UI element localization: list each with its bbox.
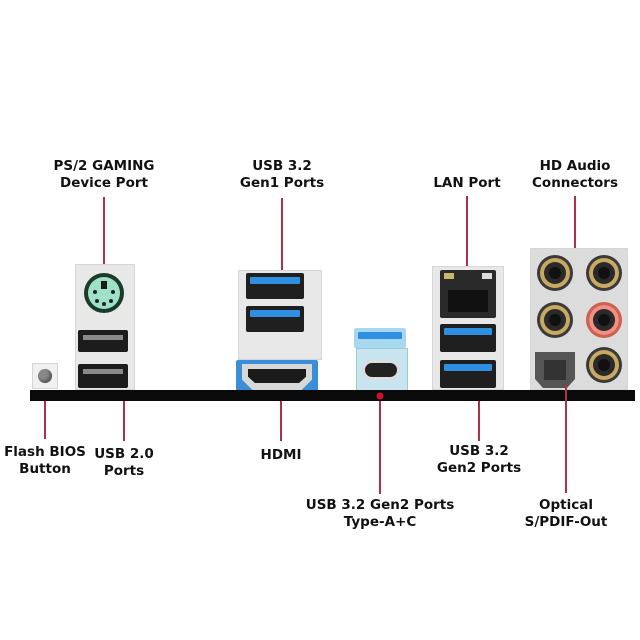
label-usb32-gen2-ports: USB 3.2 Gen2 Ports [437,443,521,477]
usb2-port-1 [78,330,128,352]
label-hd-audio-connectors: HD Audio Connectors [532,158,618,192]
audio-jack-4 [589,350,619,380]
optical-spdif-port [535,352,575,388]
audio-jack-3 [540,305,570,335]
label-line: USB 3.2 Gen2 Ports [305,497,455,513]
audio-jack-2 [589,258,619,288]
io-shield-base [30,390,635,401]
marker-typec [376,392,384,400]
hdmi-port [236,360,318,392]
flash-bios-button-cap [38,369,52,383]
leader-optical [565,385,567,493]
lan-port-icon [440,270,496,318]
leader-usb32-gen1 [281,198,283,270]
label-hdmi: HDMI [261,447,302,464]
label-usb32-gen2-typeac: USB 3.2 Gen2 Ports Type-A+C [306,497,455,531]
leader-usb32-gen2 [478,401,480,441]
audio-jack-mic [589,305,619,335]
label-usb20-ports: USB 2.0 Ports [94,446,154,480]
label-usb32-gen1-ports: USB 3.2 Gen1 Ports [240,158,324,192]
leader-usb32-gen2-ac [379,401,381,494]
label-line: Type-A+C [343,514,417,530]
label-lan-port: LAN Port [433,175,500,192]
label-line: Ports [103,463,145,479]
usb32-gen2-typea-port [354,328,406,348]
usb2-port-2 [78,364,128,388]
label-line: USB 2.0 [94,446,154,462]
label-line: Device Port [60,175,148,191]
leader-ps2 [103,197,105,275]
label-line: USB 3.2 [252,158,312,174]
ps2-port-icon [84,273,124,313]
leader-flash-bios [44,401,46,439]
audio-jack-1 [540,258,570,288]
label-line: LAN Port [433,175,501,191]
label-line: Flash BIOS [4,444,86,460]
label-optical-spdif-out: Optical S/PDIF-Out [525,497,608,531]
label-line: Gen2 Ports [436,460,522,476]
leader-hdmi [280,401,282,441]
usb32-gen1-port-2 [246,306,304,332]
label-ps2-gaming-port: PS/2 GAMING Device Port [53,158,154,192]
label-line: PS/2 GAMING [53,158,155,174]
leader-hd-audio [574,196,576,248]
leader-lan [466,196,468,271]
usb32-gen1-port-1 [246,273,304,299]
label-line: Optical [539,497,593,513]
label-line: HD Audio [539,158,611,174]
label-line: Gen1 Ports [239,175,325,191]
label-line: Connectors [532,175,618,191]
label-line: HDMI [260,447,302,463]
label-line: S/PDIF-Out [524,514,608,530]
leader-usb20 [123,401,125,441]
label-line: USB 3.2 [449,443,509,459]
label-flash-bios-button: Flash BIOS Button [4,444,86,478]
label-line: Button [19,461,71,477]
usb32-gen2-port-1 [440,324,496,352]
usb32-gen2-port-2 [440,360,496,388]
flash-bios-button [32,363,58,389]
usb32-gen2-typec-port [356,348,408,392]
